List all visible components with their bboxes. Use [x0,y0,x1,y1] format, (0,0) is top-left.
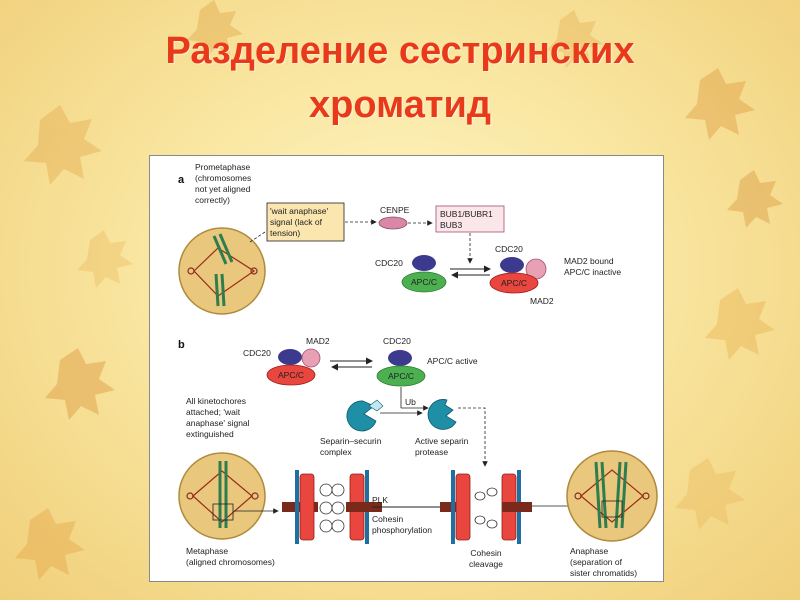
bub-label-2: BUB3 [440,220,462,230]
kinetochores-label-1: All kinetochores [186,396,246,406]
separin-securin-complex [346,399,384,432]
mad2-label-b: MAD2 [306,336,330,346]
kinetochores-label-3: anaphase' signal [186,418,250,428]
cohesin-cleavage-label-2: cleavage [469,559,503,569]
cohesin-phos-label-2: phosphorylation [372,525,432,535]
cdc20-label-b-right: CDC20 [383,336,411,346]
apc-label-a-right: APC/C [501,278,527,288]
anaphase-cell [566,450,658,542]
apc-label-a-left: APC/C [411,277,437,287]
cdc20-protein-b-right [388,350,412,366]
bub-label-1: BUB1/BUBR1 [440,209,493,219]
panel-a-letter: a [178,174,185,186]
cleaved-cohesin-chromatids [440,470,532,544]
metaphase-label-1: Metaphase [186,546,228,556]
cenpe-protein [378,216,408,230]
separin-securin-label-1: Separin–securin [320,436,382,446]
wait-anaphase-signal-box: 'wait anaphase' signal (lack of tension) [266,202,345,242]
kinetochores-label-2: attached; 'wait [186,407,241,417]
apc-complex-a-left [401,271,447,293]
figure-canvas: a Prometaphase (chromosomes not yet alig… [178,162,658,578]
cohesin-bound-chromatids [282,470,382,544]
apc-label-b-right: APC/C [388,371,414,381]
bub-complex-box: BUB1/BUBR1 BUB3 [435,205,505,233]
plk-label: PLK [372,495,388,505]
mad2-bound-label-2: APC/C inactive [564,267,621,277]
apc-complex-b-left [266,364,316,386]
active-separin-label-2: protease [415,447,448,457]
cohesin-phos-label-1: Cohesin [372,514,403,524]
cdc20-protein-a-left [412,255,436,271]
kinetochores-label-4: extinguished [186,429,234,439]
signal-box-line-1: 'wait anaphase' [270,206,328,216]
cenpe-label: CENPE [380,205,410,215]
separin-to-cleavage-arrow [458,407,488,467]
metaphase-label-2: (aligned chromosomes) [186,557,275,567]
ub-label: Ub [405,397,416,407]
prometaphase-label-3: not yet aligned [195,184,251,194]
signal-connector [249,229,269,243]
slide-title-line-1: Разделение сестринских [165,30,635,72]
active-separin-protease [427,399,457,430]
mad2-label-a: MAD2 [530,296,554,306]
panel-b-letter: b [178,339,185,351]
prometaphase-label-2: (chromosomes [195,173,251,183]
prometaphase-label-1: Prometaphase [195,162,251,172]
prometaphase-label-4: correctly) [195,195,230,205]
metaphase-cell [178,452,266,540]
cohesin-cleavage-label-1: Cohesin [470,548,501,558]
prometaphase-cell [178,227,266,315]
slide-title: Разделение сестринских хроматид [0,24,800,132]
anaphase-label-1: Anaphase [570,546,609,556]
apc-complex-b-right [376,365,426,387]
mad2-bound-label-1: MAD2 bound [564,256,614,266]
anaphase-label-2: (separation of [570,557,623,567]
anaphase-label-3: sister chromatids) [570,568,637,578]
cdc20-protein-a-right [500,257,524,273]
cdc20-protein-b-left [278,349,302,365]
apc-complex-a-right [489,272,539,294]
cdc20-label-b-left: CDC20 [243,348,271,358]
signal-box-line-2: signal (lack of [270,217,323,227]
active-separin-label-1: Active separin [415,436,469,446]
apc-active-label: APC/C active [427,356,478,366]
cdc20-label-a-right: CDC20 [495,244,523,254]
mad2-protein-b [301,348,321,368]
signal-box-line-3: tension) [270,228,300,238]
apc-label-b-left: APC/C [278,370,304,380]
slide-title-line-2: хроматид [309,84,491,126]
separin-securin-label-2: complex [320,447,352,457]
cdc20-label-a-left: CDC20 [375,258,403,268]
mitosis-figure: a Prometaphase (chromosomes not yet alig… [149,155,664,582]
